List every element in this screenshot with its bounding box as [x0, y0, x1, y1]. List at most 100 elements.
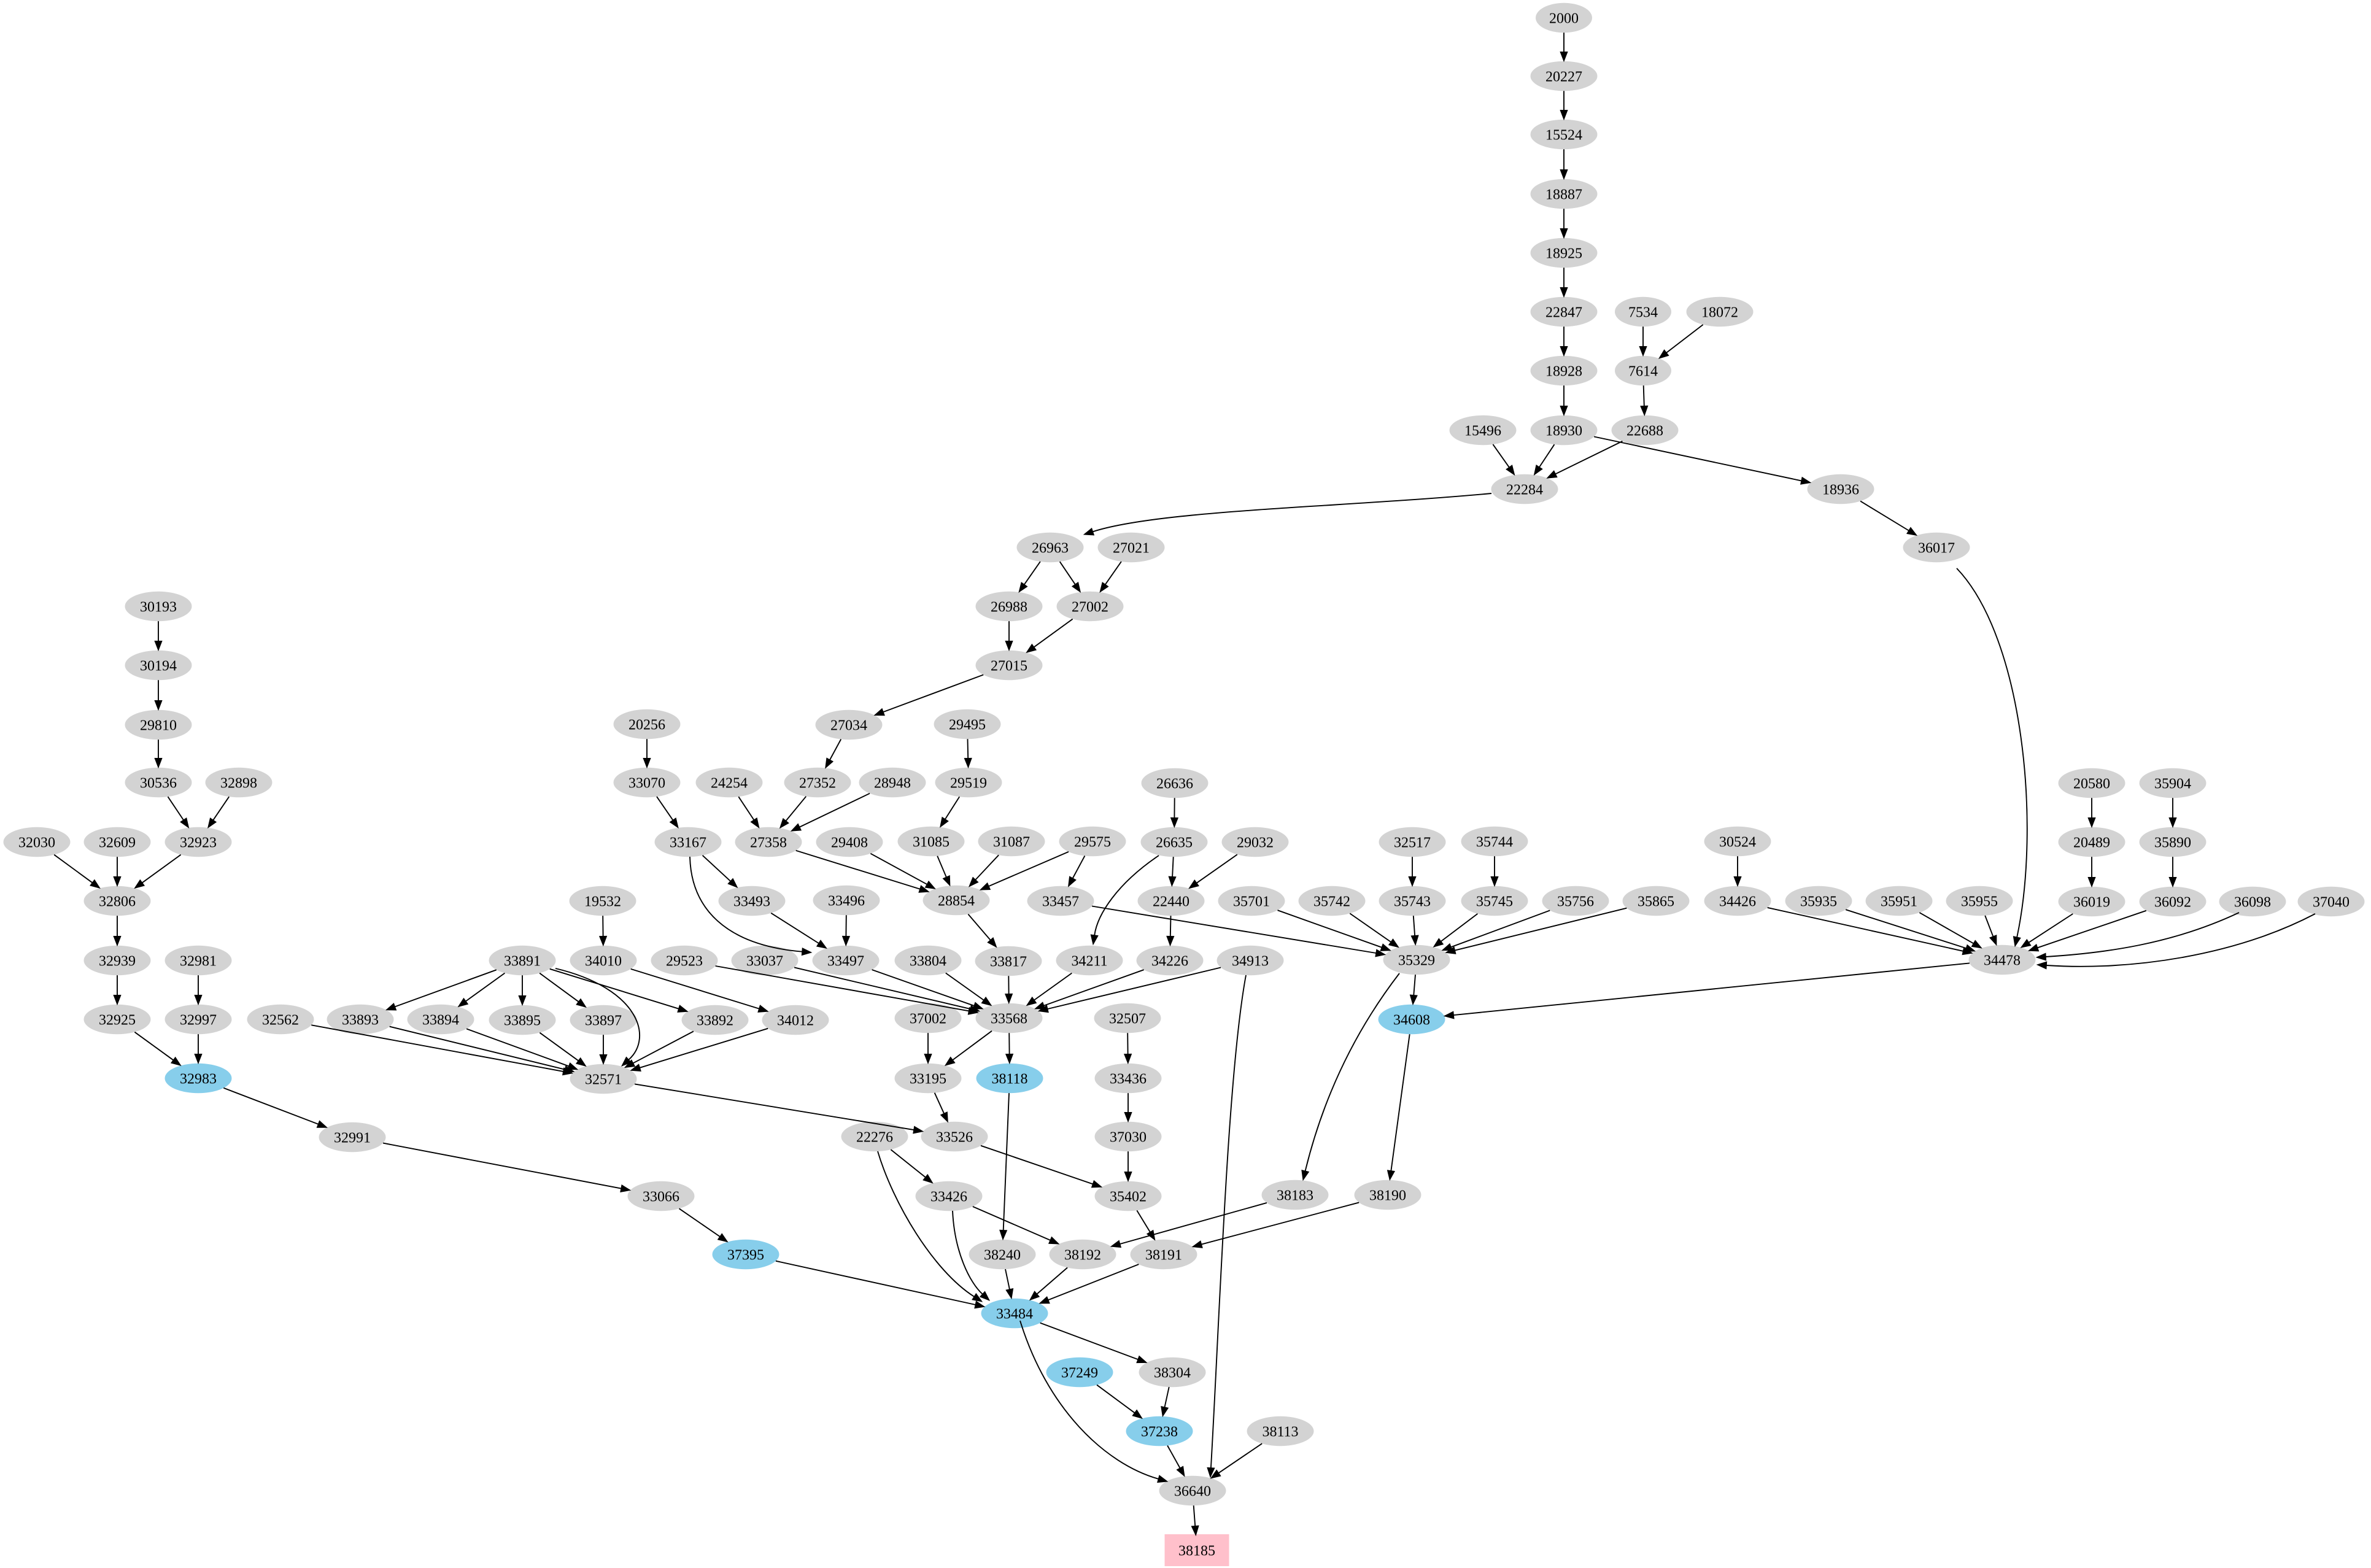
svg-text:34010: 34010	[585, 954, 622, 970]
svg-text:32983: 32983	[180, 1072, 217, 1087]
svg-text:31085: 31085	[913, 835, 950, 851]
svg-text:37249: 37249	[1061, 1365, 1098, 1381]
svg-text:18072: 18072	[1701, 305, 1738, 321]
svg-text:27002: 27002	[1072, 600, 1108, 616]
svg-text:34226: 34226	[1151, 954, 1188, 970]
svg-text:33894: 33894	[422, 1013, 459, 1029]
svg-text:34478: 34478	[1984, 953, 2021, 969]
svg-text:38183: 38183	[1277, 1188, 1313, 1204]
svg-text:38113: 38113	[1262, 1424, 1298, 1440]
svg-text:32562: 32562	[262, 1013, 299, 1029]
svg-text:36092: 36092	[2154, 895, 2191, 911]
svg-text:33891: 33891	[504, 954, 541, 970]
svg-text:37030: 37030	[1110, 1130, 1147, 1146]
svg-text:22284: 22284	[1506, 482, 1543, 498]
svg-text:36640: 36640	[1174, 1484, 1211, 1500]
svg-text:7614: 7614	[1628, 364, 1658, 380]
svg-text:32806: 32806	[99, 894, 136, 910]
svg-text:18928: 18928	[1545, 364, 1582, 380]
svg-text:26636: 26636	[1156, 776, 1193, 792]
svg-text:35890: 35890	[2154, 835, 2191, 851]
svg-text:37040: 37040	[2313, 895, 2350, 911]
svg-text:35742: 35742	[1313, 894, 1350, 910]
svg-text:32997: 32997	[180, 1013, 217, 1029]
svg-text:26988: 26988	[991, 600, 1027, 616]
svg-text:32571: 32571	[585, 1072, 622, 1088]
svg-text:33897: 33897	[585, 1013, 622, 1029]
svg-text:38191: 38191	[1145, 1248, 1182, 1264]
svg-text:20489: 20489	[2073, 835, 2110, 851]
svg-text:38185: 38185	[1178, 1543, 1215, 1559]
svg-text:30193: 30193	[140, 600, 177, 616]
svg-text:33070: 33070	[629, 776, 665, 792]
svg-text:33893: 33893	[342, 1013, 379, 1029]
svg-text:27352: 27352	[799, 776, 836, 792]
svg-text:29519: 29519	[950, 776, 987, 792]
svg-text:22688: 22688	[1626, 423, 1663, 439]
svg-text:33457: 33457	[1042, 894, 1079, 910]
svg-text:35745: 35745	[1476, 894, 1513, 910]
svg-text:32939: 32939	[99, 954, 136, 970]
svg-text:32925: 32925	[99, 1013, 136, 1029]
svg-text:33526: 33526	[936, 1130, 973, 1146]
svg-text:29495: 29495	[949, 717, 986, 733]
svg-text:33484: 33484	[996, 1307, 1033, 1323]
svg-text:33167: 33167	[670, 835, 706, 851]
svg-text:22276: 22276	[856, 1130, 893, 1146]
svg-text:33895: 33895	[504, 1013, 541, 1029]
svg-text:32507: 32507	[1109, 1011, 1146, 1027]
svg-text:27021: 27021	[1113, 541, 1150, 557]
svg-text:35402: 35402	[1110, 1189, 1147, 1205]
svg-text:36098: 36098	[2234, 895, 2271, 911]
svg-text:29523: 29523	[666, 954, 703, 970]
svg-text:27034: 27034	[830, 718, 867, 734]
svg-text:34211: 34211	[1071, 954, 1107, 970]
svg-text:30194: 30194	[140, 658, 177, 674]
svg-text:32030: 32030	[18, 835, 55, 851]
svg-text:20580: 20580	[2073, 776, 2110, 792]
svg-text:2000: 2000	[1549, 11, 1579, 27]
svg-text:26635: 26635	[1156, 835, 1193, 851]
svg-text:20227: 20227	[1545, 69, 1582, 85]
svg-text:35743: 35743	[1394, 894, 1431, 910]
svg-text:35865: 35865	[1638, 894, 1674, 910]
svg-text:27358: 27358	[750, 835, 787, 851]
svg-text:15496: 15496	[1464, 423, 1501, 439]
svg-text:37002: 37002	[910, 1011, 946, 1027]
svg-text:34426: 34426	[1719, 894, 1756, 910]
svg-text:34012: 34012	[777, 1013, 814, 1029]
svg-text:20256: 20256	[629, 717, 665, 733]
svg-text:35756: 35756	[1557, 894, 1594, 910]
svg-text:35935: 35935	[1800, 894, 1837, 910]
svg-text:30524: 30524	[1719, 835, 1756, 851]
svg-text:37238: 37238	[1141, 1424, 1178, 1440]
svg-text:37395: 37395	[727, 1248, 764, 1264]
svg-text:35955: 35955	[1961, 894, 1998, 910]
svg-text:36017: 36017	[1918, 541, 1955, 557]
svg-text:29575: 29575	[1074, 835, 1111, 851]
svg-text:38190: 38190	[1369, 1188, 1406, 1204]
svg-text:33493: 33493	[733, 894, 770, 910]
svg-text:33497: 33497	[827, 954, 864, 970]
svg-text:18887: 18887	[1545, 187, 1582, 203]
svg-text:22847: 22847	[1545, 305, 1582, 321]
svg-text:33804: 33804	[910, 954, 946, 970]
svg-text:36019: 36019	[2073, 895, 2110, 911]
svg-text:19532: 19532	[584, 894, 621, 910]
svg-text:33496: 33496	[828, 894, 865, 910]
svg-text:33436: 33436	[1110, 1072, 1147, 1087]
svg-text:24254: 24254	[711, 776, 748, 792]
svg-text:32981: 32981	[180, 954, 217, 970]
svg-text:7534: 7534	[1628, 305, 1658, 321]
svg-text:34608: 34608	[1393, 1013, 1430, 1029]
svg-text:28948: 28948	[874, 776, 911, 792]
svg-text:33037: 33037	[746, 954, 783, 970]
svg-text:35744: 35744	[1476, 835, 1513, 851]
svg-text:32609: 32609	[99, 835, 136, 851]
svg-text:28854: 28854	[938, 894, 975, 910]
svg-text:34913: 34913	[1232, 954, 1269, 970]
svg-text:32898: 32898	[220, 776, 257, 792]
svg-text:33426: 33426	[930, 1189, 967, 1205]
svg-text:38304: 38304	[1154, 1365, 1191, 1381]
svg-text:15524: 15524	[1545, 128, 1582, 144]
